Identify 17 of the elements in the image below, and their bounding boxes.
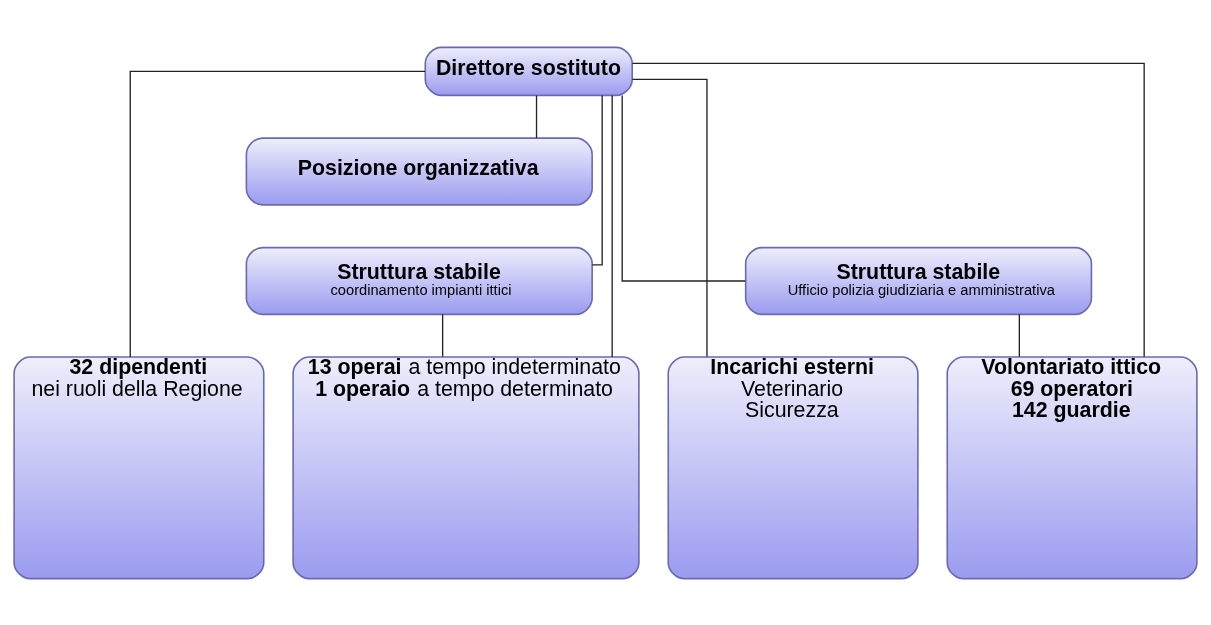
connector bbox=[535, 94, 538, 139]
node-box: Incarichi esterni Veterinario Sicurezza bbox=[667, 355, 919, 579]
connector bbox=[611, 94, 613, 358]
connector bbox=[621, 94, 746, 282]
connector bbox=[631, 62, 1145, 357]
connector bbox=[631, 78, 708, 357]
connector bbox=[129, 70, 426, 358]
node-box: Struttura stabile Ufficio polizia giudiziaria e amministrativa bbox=[744, 246, 1093, 315]
connector bbox=[591, 94, 603, 266]
connector bbox=[441, 313, 444, 357]
node-box: 13 operai a tempo indeterminato 1 operaio a tempo determinato bbox=[292, 355, 640, 579]
node-box: 32 dipendenti nei ruoli della Regione bbox=[13, 355, 265, 579]
node-box: Volontariato ittico 69 operatori 142 guardie bbox=[946, 355, 1198, 579]
node-box: Direttore sostituto bbox=[424, 46, 633, 96]
connector bbox=[1018, 313, 1020, 357]
node-box: Posizione organizzativa bbox=[245, 136, 593, 206]
node-box: Struttura stabile coordinamento impianti ittici bbox=[245, 246, 593, 315]
